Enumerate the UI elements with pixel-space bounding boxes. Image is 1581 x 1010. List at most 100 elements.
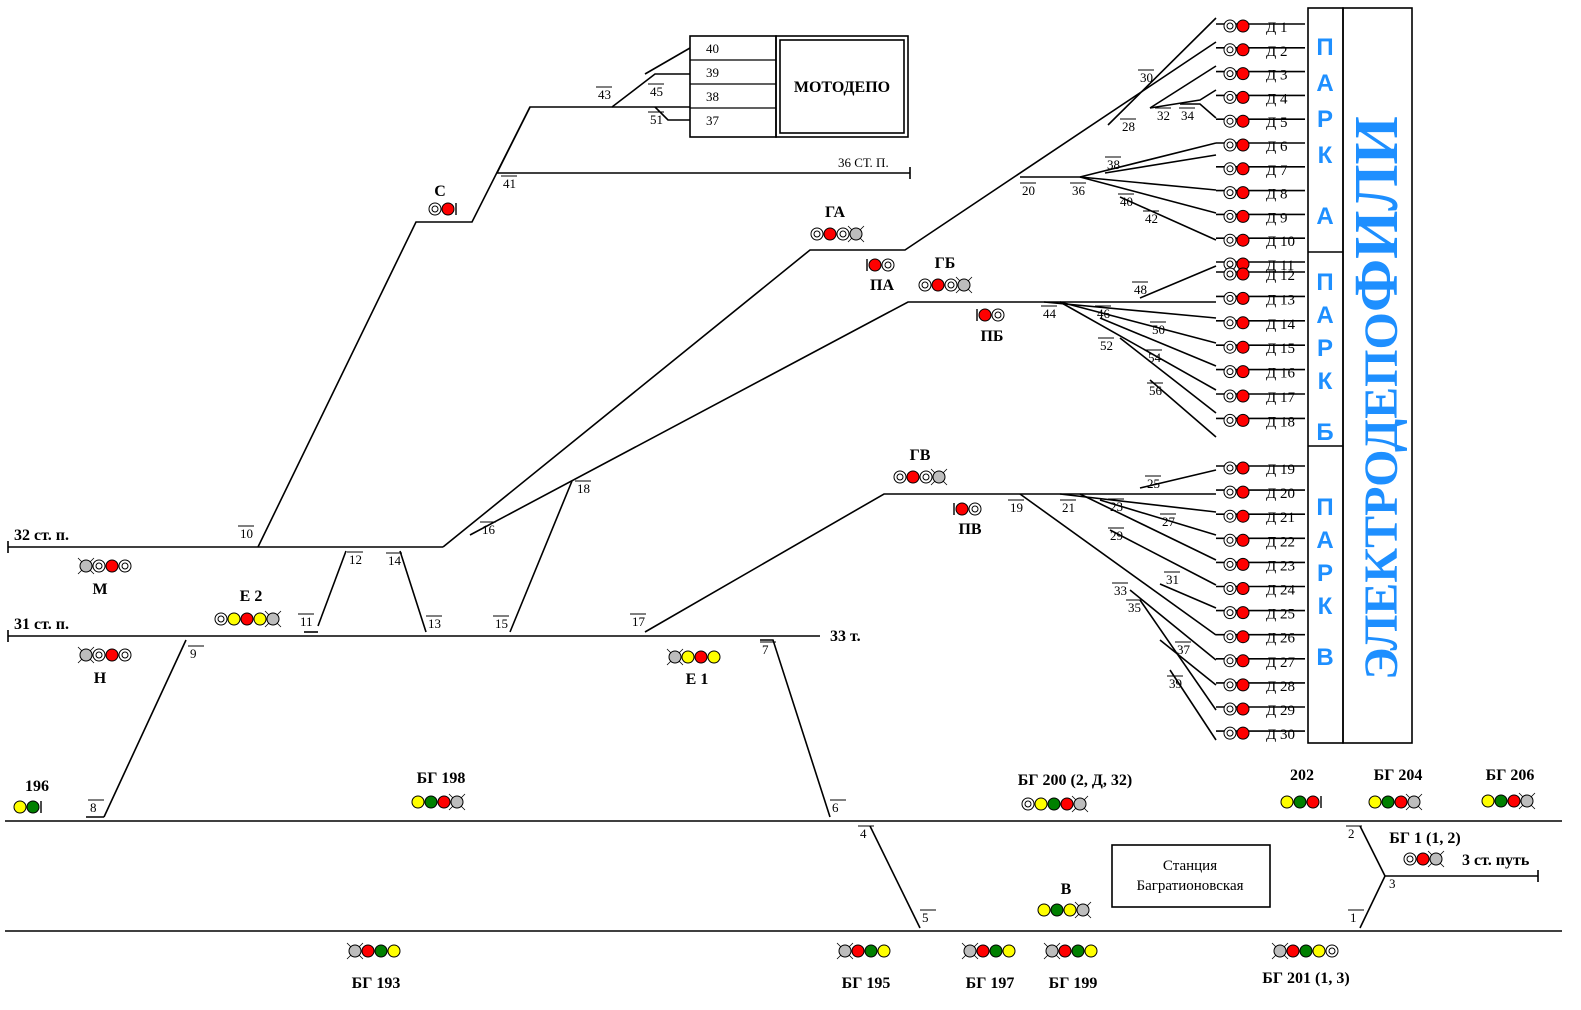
switch-number: 9: [190, 646, 197, 661]
depot-track-label: Д 23: [1266, 558, 1295, 574]
signal-lamp: [918, 278, 932, 292]
switch-number: 27: [1162, 514, 1176, 529]
depot-title-part: ФИЛИ: [1343, 116, 1411, 312]
signal-lamp: [1226, 729, 1234, 737]
fan-d10: [1119, 196, 1217, 241]
switch-number: 8: [90, 800, 97, 815]
lamp-cross: [346, 942, 364, 960]
lamp-ring: [813, 230, 821, 238]
fan-d17: [1119, 337, 1217, 414]
signal-lamp: [1074, 901, 1092, 919]
signal-lamp: [1236, 114, 1250, 128]
depot-track-label: Д 27: [1266, 655, 1295, 671]
switch-number: 25: [1147, 476, 1160, 491]
switch-number: 5: [922, 910, 929, 925]
fan-d3: [1149, 65, 1217, 109]
lamp-r: [906, 470, 920, 484]
signal-lamp: [930, 468, 948, 486]
lamp-r: [1286, 944, 1300, 958]
lamp-ring: [214, 612, 228, 626]
signal-lamp: [1236, 365, 1250, 379]
lamp-ring: [92, 559, 106, 573]
signal-lamp: [77, 557, 95, 575]
lamp-y: [1280, 795, 1294, 809]
switch-number: 4: [860, 826, 867, 841]
switch-3-1: [1359, 875, 1386, 929]
signal-lamp: [1226, 705, 1234, 713]
depot-track-label: Д 30: [1266, 727, 1295, 743]
signal-lamp: [1002, 944, 1016, 958]
signal-lamp: [1223, 461, 1237, 475]
lamp-r: [361, 944, 375, 958]
lamp-r: [441, 202, 455, 216]
signal-lamp: [1084, 944, 1098, 958]
signal-lamp: [1226, 343, 1234, 351]
signal-lamp: [1236, 509, 1250, 523]
lamp-off: [79, 648, 93, 662]
signal-label: БГ 198: [417, 770, 466, 787]
signal-lamp: [1223, 316, 1237, 330]
signal-lamp: [1226, 236, 1234, 244]
lamp-ring: [881, 258, 895, 272]
lamp-ring: [944, 278, 958, 292]
lamp-off: [1407, 795, 1421, 809]
signal-lamp: [1236, 630, 1250, 644]
signal-lamp: [1223, 509, 1237, 523]
lamp-y: [1481, 794, 1495, 808]
depot-track-label: Д 10: [1266, 234, 1295, 250]
signal-lamp: [437, 795, 451, 809]
signal-lamp: [1223, 162, 1237, 176]
depot-track-label: Д 16: [1266, 366, 1295, 382]
signal-lamp: [1236, 461, 1250, 475]
park-letter: К: [1318, 593, 1333, 620]
switch-number: 28: [1122, 119, 1135, 134]
park-letter: А: [1316, 203, 1333, 230]
lamp-off: [1073, 797, 1087, 811]
lamp-y: [877, 944, 891, 958]
signal-lamp: [105, 559, 119, 573]
track-lines: [5, 17, 1562, 932]
lamp-y: [1037, 903, 1051, 917]
signal-lamp: [1236, 533, 1250, 547]
lamp-ring: [95, 651, 103, 659]
signal-lamp: [955, 502, 969, 516]
signal-label: БГ 197: [966, 975, 1015, 992]
signal-label: БГ 1 (1, 2): [1389, 830, 1460, 847]
depot-track-label: Д 20: [1266, 486, 1295, 502]
signal-lamp: [1223, 533, 1237, 547]
signal-label: В: [1061, 881, 1072, 898]
signal-lamp: [1236, 138, 1250, 152]
signal-lamp: [1286, 944, 1300, 958]
signal-lamp: [1236, 557, 1250, 571]
signal-lamp: [906, 470, 920, 484]
depot-track-label: Д 2: [1266, 44, 1287, 60]
signal-lamp: [1416, 852, 1430, 866]
lamp-off: [932, 470, 946, 484]
depot-track-label: Д 6: [1266, 139, 1288, 155]
lamp-off: [957, 278, 971, 292]
signal-lamp: [92, 648, 106, 662]
lamp-ring: [839, 230, 847, 238]
lamp-cross: [930, 468, 948, 486]
lamp-r: [1306, 795, 1320, 809]
fan-d25: [1159, 583, 1217, 609]
lamp-off: [1076, 903, 1090, 917]
signal-lamp: [1047, 797, 1061, 811]
signal-lamp: [411, 795, 425, 809]
lamp-y: [1368, 795, 1382, 809]
labels: Д 1Д 2Д 3Д 4Д 5Д 6Д 7Д 8Д 9Д 10Д 11Д 12Д…: [14, 20, 1534, 992]
lamp-ring: [994, 311, 1002, 319]
station-name-1: Станция: [1163, 858, 1217, 874]
signal-lamp: [1226, 488, 1234, 496]
park-letter: П: [1316, 269, 1333, 296]
lamp-ring: [918, 278, 932, 292]
signal-lamp: [823, 227, 837, 241]
switch-number: 6: [832, 800, 839, 815]
signal-label: БГ 201 (1, 3): [1262, 970, 1349, 987]
lamp-off: [79, 559, 93, 573]
motodepot-tracks-box: [689, 35, 777, 138]
switch-number: 39: [1169, 676, 1182, 691]
switch-number: 21: [1062, 500, 1075, 515]
lamp-ring: [428, 202, 442, 216]
signal-lamp: [893, 470, 907, 484]
